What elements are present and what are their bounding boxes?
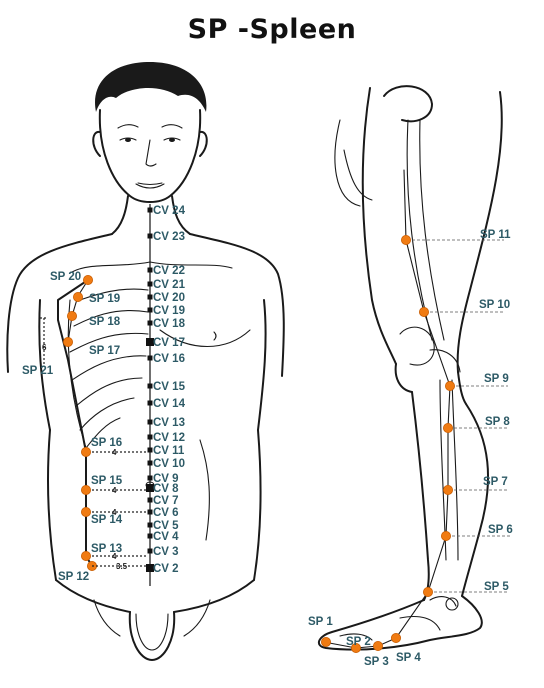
cv-label-cv-12: CV 12 bbox=[153, 432, 185, 444]
cv-label-cv-2: CV 2 bbox=[153, 563, 179, 575]
label-sp-2: SP 2 bbox=[346, 636, 371, 648]
cv-label-cv-16: CV 16 bbox=[153, 353, 185, 365]
label-sp-17: SP 17 bbox=[89, 345, 120, 357]
label-sp-4: SP 4 bbox=[396, 652, 421, 664]
label-sp-1: SP 1 bbox=[308, 616, 333, 628]
cv-label-cv-20: CV 20 bbox=[153, 292, 185, 304]
cv-marker-cv-16 bbox=[147, 355, 153, 361]
point-sp-16 bbox=[81, 446, 92, 457]
cv-label-cv-11: CV 11 bbox=[153, 445, 185, 457]
distance-sp15: 4 bbox=[112, 486, 117, 495]
cv-label-cv-21: CV 21 bbox=[153, 279, 186, 291]
cv-label-cv-5: CV 5 bbox=[153, 520, 179, 532]
label-sp-6: SP 6 bbox=[488, 524, 513, 536]
point-sp-13 bbox=[81, 551, 92, 562]
point-sp-20 bbox=[83, 274, 94, 285]
point-sp-19 bbox=[73, 291, 84, 302]
point-sp-18 bbox=[67, 310, 78, 321]
cv-label-cv-13: CV 13 bbox=[153, 417, 185, 429]
point-sp-2 bbox=[350, 643, 361, 654]
distance-sp16: 4 bbox=[112, 448, 117, 457]
cv-marker-cv-24 bbox=[147, 207, 153, 213]
distance-sp14: 4 bbox=[112, 508, 117, 517]
cv-marker-cv-15 bbox=[147, 383, 153, 389]
cv-label-cv-3: CV 3 bbox=[153, 546, 179, 558]
cv-marker-cv-8 bbox=[146, 484, 154, 492]
cv-marker-cv-20 bbox=[147, 294, 153, 300]
cv-label-cv-14: CV 14 bbox=[153, 398, 186, 410]
label-sp-14: SP 14 bbox=[91, 514, 123, 526]
label-sp-9: SP 9 bbox=[484, 373, 509, 385]
point-sp-1 bbox=[320, 637, 331, 648]
cv-marker-cv-23 bbox=[147, 233, 153, 239]
label-sp-18: SP 18 bbox=[89, 316, 121, 328]
cv-label-cv-19: CV 19 bbox=[153, 305, 185, 317]
cv-label-cv-15: CV 15 bbox=[153, 381, 186, 393]
cv-marker-cv-19 bbox=[147, 307, 153, 313]
point-sp-14 bbox=[81, 506, 92, 517]
label-sp-21: SP 21 bbox=[22, 365, 54, 377]
cv-marker-cv-6 bbox=[147, 509, 153, 515]
label-sp-15: SP 15 bbox=[91, 475, 123, 487]
cv-label-cv-4: CV 4 bbox=[153, 531, 179, 543]
label-sp-7: SP 7 bbox=[483, 476, 508, 488]
cv-marker-cv-10 bbox=[147, 460, 153, 466]
point-sp-11 bbox=[400, 234, 411, 245]
point-sp-10 bbox=[418, 306, 429, 317]
cv-label-cv-7: CV 7 bbox=[153, 495, 179, 507]
front-body-drawing bbox=[6, 62, 285, 661]
spleen-meridian-leg bbox=[323, 169, 451, 649]
diagram-title: SP -Spleen bbox=[187, 14, 357, 45]
cv-marker-cv-4 bbox=[147, 533, 153, 539]
cv-marker-cv-5 bbox=[147, 522, 153, 528]
cv-marker-cv-21 bbox=[147, 281, 153, 287]
cv-label-cv-17: CV 17 bbox=[153, 337, 185, 349]
cv-label-cv-18: CV 18 bbox=[153, 318, 186, 330]
distance-sp21: 6 bbox=[42, 343, 47, 352]
cv-marker-cv-7 bbox=[147, 497, 153, 503]
cv-marker-cv-11 bbox=[147, 447, 153, 453]
label-sp-5: SP 5 bbox=[484, 581, 509, 593]
cv-label-cv-24: CV 24 bbox=[153, 205, 186, 217]
cv-marker-cv-17 bbox=[146, 338, 154, 346]
point-sp-5 bbox=[422, 587, 433, 598]
point-sp-7 bbox=[442, 484, 453, 495]
leg-drawing bbox=[317, 85, 503, 651]
cv-label-cv-9: CV 9 bbox=[153, 473, 179, 485]
cv-marker-cv-22 bbox=[147, 267, 153, 273]
label-sp-16: SP 16 bbox=[91, 437, 122, 449]
label-sp-13: SP 13 bbox=[91, 543, 122, 555]
cv-label-cv-22: CV 22 bbox=[153, 265, 185, 277]
label-sp-8: SP 8 bbox=[485, 416, 510, 428]
cv-marker-cv-12 bbox=[147, 434, 153, 440]
label-sp-12: SP 12 bbox=[58, 571, 89, 583]
label-sp-20: SP 20 bbox=[50, 271, 81, 283]
cv-label-cv-23: CV 23 bbox=[153, 231, 185, 243]
distance-sp12: 3.5 bbox=[116, 562, 128, 571]
label-sp-19: SP 19 bbox=[89, 293, 120, 305]
cv-label-cv-10: CV 10 bbox=[153, 458, 185, 470]
cv-marker-cv-3 bbox=[147, 548, 153, 554]
point-sp-6 bbox=[440, 531, 451, 542]
point-sp-9 bbox=[444, 380, 455, 391]
label-sp-10: SP 10 bbox=[479, 299, 510, 311]
cv-marker-cv-18 bbox=[147, 320, 153, 326]
point-sp-15 bbox=[81, 484, 92, 495]
point-sp-3 bbox=[372, 641, 383, 652]
point-sp-4 bbox=[390, 633, 401, 644]
cv-label-cv-8: CV 8 bbox=[153, 483, 179, 495]
label-sp-11: SP 11 bbox=[480, 229, 511, 241]
cv-marker-cv-9 bbox=[147, 475, 153, 481]
cv-label-cv-6: CV 6 bbox=[153, 507, 179, 519]
distance-sp13: 4 bbox=[112, 552, 117, 561]
cv-marker-cv-13 bbox=[147, 419, 153, 425]
cv-marker-cv-2 bbox=[146, 564, 154, 572]
cv-marker-cv-14 bbox=[147, 400, 153, 406]
point-sp-17 bbox=[63, 336, 74, 347]
label-sp-3: SP 3 bbox=[364, 656, 389, 668]
point-sp-8 bbox=[442, 422, 453, 433]
